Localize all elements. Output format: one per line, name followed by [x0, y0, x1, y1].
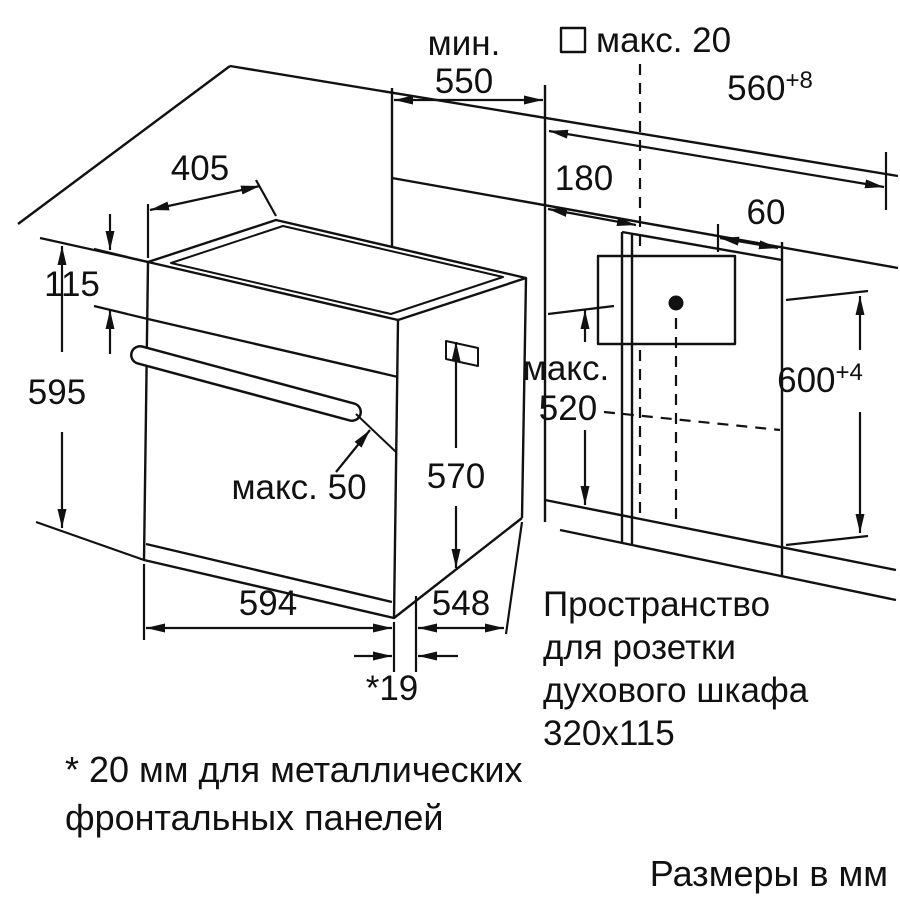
dim-socket-right: 60: [716, 193, 786, 252]
oven-side-vent-slot: [445, 340, 479, 367]
note-line: Пространство: [543, 585, 770, 624]
footnote-line: фронтальных панелей: [65, 797, 444, 838]
dim-niche-width: 560+8: [548, 67, 888, 210]
oven-control-panel-line: [147, 317, 399, 379]
dim-min-depth: мин. 550: [394, 24, 543, 105]
socket-space-hatched-area: [596, 254, 737, 346]
footnote: * 20 мм для металлических фронтальных па…: [65, 749, 523, 838]
handle-extension-line: [355, 413, 397, 453]
dimension-line: [547, 207, 637, 227]
socket-dot: [668, 295, 684, 311]
dim-label-min-word: мин.: [428, 24, 501, 63]
counter-back-edge-left: [17, 65, 231, 225]
extension-line: [93, 304, 149, 321]
dim-label-max-word: макс.: [523, 349, 609, 388]
dim-cavity-height: 570: [427, 342, 485, 568]
dim-label-niche-width: 560+8: [727, 67, 813, 108]
max-front-symbol: макс. 20: [559, 21, 731, 60]
dim-handle-depth: макс. 50: [231, 429, 371, 507]
dimension-line: [548, 129, 885, 189]
extension-line: [785, 289, 869, 302]
dim-socket-left: 180: [547, 159, 637, 227]
dim-tolerance: +4: [836, 359, 863, 386]
units-note: Размеры в мм: [650, 853, 888, 894]
oven-top-inset: [170, 225, 504, 315]
niche-top-edge: [621, 230, 783, 262]
dim-label-front-gap: *19: [366, 669, 419, 708]
dim-value: 600: [777, 361, 835, 400]
dim-label-cavity-height: 570: [427, 457, 485, 496]
label-max-front: макс. 20: [596, 21, 731, 60]
dim-panel-height: 115: [44, 214, 149, 354]
dimension-line: [149, 184, 261, 212]
dim-bottom-group: 594 548 *19: [142, 521, 524, 708]
extension-line: [93, 247, 149, 264]
extension-line: [504, 521, 524, 635]
dimension-line: [719, 236, 779, 250]
dim-value: 560: [727, 69, 785, 108]
dim-label-oven-width: 594: [239, 584, 297, 623]
leader-arrow: [335, 429, 371, 473]
dim-niche-height: 600+4: [777, 289, 869, 547]
dim-tolerance: +8: [786, 67, 813, 94]
footnote-line: * 20 мм для металлических: [65, 749, 523, 790]
extension-line: [35, 520, 145, 562]
cabinet-front-top-edge: [391, 176, 899, 270]
dim-label-socket-left: 180: [555, 159, 613, 198]
dim-top-depth: 405: [146, 149, 277, 258]
note-line: духового шкафа: [543, 671, 809, 710]
dim-max-socket-height: макс. 520: [523, 304, 615, 505]
dim-label-oven-depth: 548: [432, 584, 490, 623]
dim-label-socket-right: 60: [747, 193, 786, 232]
dim-label-handle-depth: макс. 50: [231, 468, 366, 507]
cabinet-bottom-front-edge: [544, 498, 897, 572]
dim-label-top-depth: 405: [171, 149, 229, 188]
dim-label-panel-height: 115: [44, 265, 100, 304]
niche-drawing: [596, 64, 784, 576]
oven-door-bottom-trim: [145, 542, 393, 604]
dim-label-min-value: 550: [435, 62, 493, 101]
oven-top-face: [147, 218, 528, 322]
extension-line: [785, 534, 869, 547]
note-line: для розетки: [543, 628, 736, 667]
dim-label-oven-height: 595: [28, 373, 86, 412]
note-line: 320x115: [543, 714, 675, 753]
dim-label-niche-height: 600+4: [777, 359, 863, 400]
oven-back-right-edge: [520, 277, 528, 519]
socket-space-note: Пространство для розетки духового шкафа …: [543, 585, 809, 753]
niche-hidden-edge-dashed-line: [603, 410, 781, 432]
dim-label-max-value: 520: [539, 389, 597, 428]
oven-door-handle-fill: [132, 347, 360, 420]
cabinet-plinth-edge: [559, 528, 897, 602]
square-icon: [559, 26, 587, 54]
